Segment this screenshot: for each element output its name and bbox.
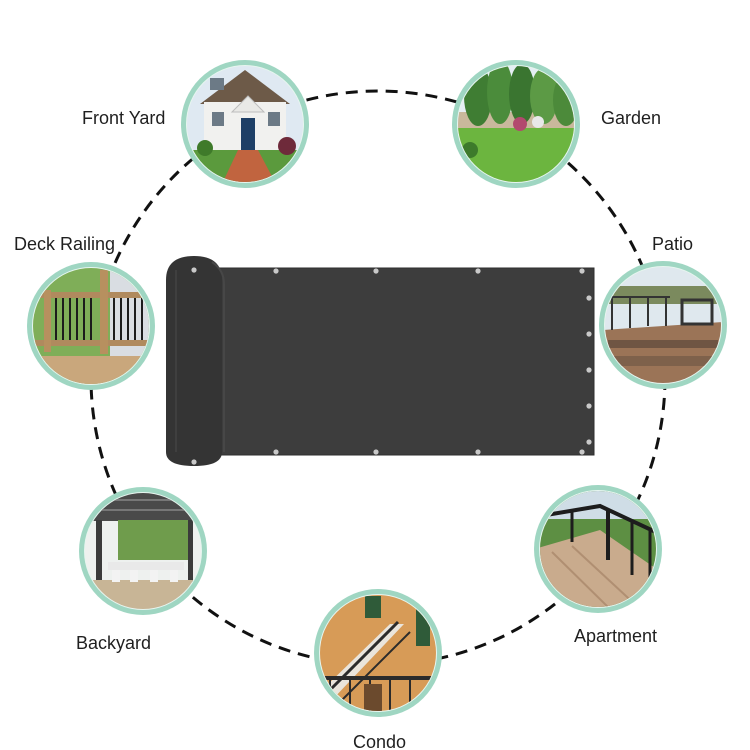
location-backyard (79, 487, 207, 615)
grommet (579, 449, 585, 455)
location-garden (452, 60, 580, 188)
location-condo (314, 589, 442, 717)
label-deck-railing: Deck Railing (14, 234, 115, 254)
location-apartment (534, 485, 662, 613)
label-backyard: Backyard (76, 633, 151, 653)
label-apartment: Apartment (574, 626, 657, 646)
grommet (373, 268, 379, 274)
grommet (273, 268, 279, 274)
grommet (273, 449, 279, 455)
grommet (586, 331, 592, 337)
grommet (586, 403, 592, 409)
patio-photo (605, 267, 721, 383)
location-patio (599, 261, 727, 389)
grommet (191, 459, 197, 465)
label-garden: Garden (601, 108, 661, 128)
screen-roll (166, 256, 222, 466)
grommet (191, 267, 197, 273)
grommet (586, 295, 592, 301)
label-patio: Patio (652, 234, 693, 254)
location-deck-railing (27, 262, 155, 390)
grommet (475, 449, 481, 455)
grommet (579, 268, 585, 274)
privacy-screen-product (166, 256, 595, 466)
label-condo: Condo (353, 732, 406, 750)
screen-grommets (191, 267, 592, 465)
garden-photo (458, 66, 574, 182)
condo-photo (320, 595, 436, 711)
grommet (373, 449, 379, 455)
label-front-yard: Front Yard (82, 108, 165, 128)
grommet (475, 268, 481, 274)
grommet (586, 367, 592, 373)
screen-panel (200, 268, 594, 455)
grommet (586, 439, 592, 445)
location-front-yard (181, 60, 309, 188)
